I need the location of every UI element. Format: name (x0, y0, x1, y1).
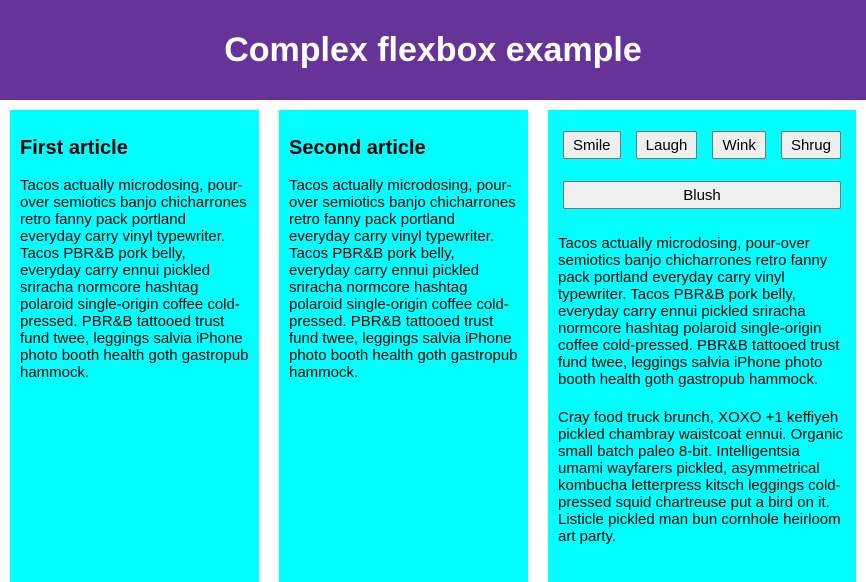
button-row: Smile Laugh Wink Shrug (558, 131, 846, 159)
article-paragraph: Tacos actually microdosing, pour-over se… (558, 235, 840, 388)
blush-button[interactable]: Blush (563, 181, 841, 209)
second-article: Second article Tacos actually microdosin… (279, 110, 528, 582)
article-title: Second article (289, 137, 426, 159)
article-paragraph: Cray food truck brunch, XOXO +1 keffiyeh… (558, 409, 844, 545)
article-body: Tacos actually microdosing, pour-over se… (20, 177, 249, 381)
articles-section: First article Tacos actually microdosing… (0, 100, 866, 582)
page-header: Complex flexbox example (0, 0, 866, 100)
third-article: Smile Laugh Wink Shrug Blush Tacos actua… (548, 110, 856, 582)
article-body: Tacos actually microdosing, pour-over se… (289, 177, 518, 381)
shrug-button[interactable]: Shrug (780, 131, 841, 159)
wink-button[interactable]: Wink (712, 131, 766, 159)
first-article: First article Tacos actually microdosing… (10, 110, 259, 582)
smile-button[interactable]: Smile (563, 131, 621, 159)
page-title: Complex flexbox example (224, 30, 642, 69)
laugh-button[interactable]: Laugh (635, 131, 698, 159)
article-title: First article (20, 137, 128, 159)
